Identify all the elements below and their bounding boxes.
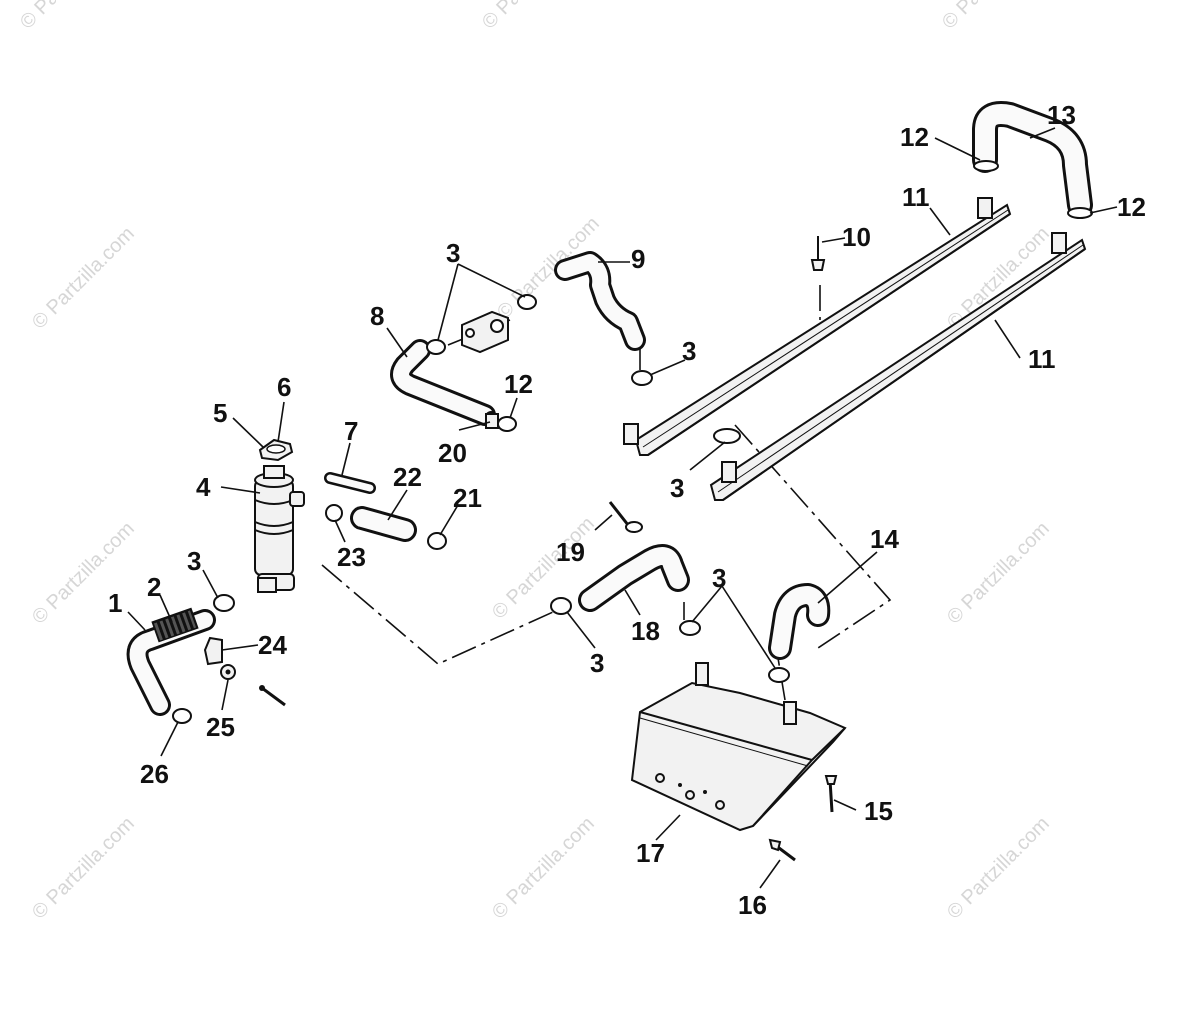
bottle-cap[interactable] — [258, 438, 294, 462]
heat-exchanger-rail-upper[interactable] — [623, 197, 1012, 456]
bolt[interactable] — [810, 236, 826, 271]
hose-bracket[interactable] — [203, 636, 223, 666]
rear-heat-exchanger[interactable] — [630, 662, 847, 832]
callout-17[interactable]: 17 — [636, 838, 665, 868]
callout-19[interactable]: 19 — [556, 537, 585, 567]
coolant-bottle[interactable] — [254, 465, 305, 593]
hose-clamp-icon[interactable] — [325, 504, 343, 522]
hose-clamp-icon[interactable] — [213, 594, 235, 612]
lower-hose[interactable] — [126, 607, 216, 716]
watermark: © Partzilla.com — [943, 813, 1054, 924]
watermark: © Partzilla.com — [478, 0, 589, 34]
callouts: 1 2 3 4 5 6 7 8 3 9 10 11 11 12 12 13 12… — [108, 100, 1146, 920]
callout-12[interactable]: 12 — [504, 369, 533, 399]
hose-clamp-icon[interactable] — [550, 597, 572, 615]
callout-12[interactable]: 12 — [1117, 192, 1146, 222]
hose-clamps — [172, 294, 790, 724]
hose-clamp-icon[interactable] — [172, 708, 192, 724]
rivet-16[interactable] — [768, 838, 796, 862]
hose-clamp-icon[interactable] — [497, 416, 517, 432]
l-hose[interactable] — [390, 339, 497, 426]
callout-3[interactable]: 3 — [187, 546, 201, 576]
upper-s-hose[interactable] — [554, 251, 646, 351]
callout-11[interactable]: 11 — [902, 182, 930, 212]
callout-2[interactable]: 2 — [147, 572, 161, 602]
hose-clamp-icon[interactable] — [427, 532, 447, 550]
callout-10[interactable]: 10 — [842, 222, 871, 252]
u-hose[interactable] — [768, 583, 831, 660]
callout-4[interactable]: 4 — [196, 472, 211, 502]
hose-fitting[interactable] — [485, 413, 499, 429]
callout-5[interactable]: 5 — [213, 398, 227, 428]
heat-exchanger-rail-lower[interactable] — [709, 232, 1087, 501]
washer[interactable] — [220, 664, 236, 680]
hose-connector-block[interactable] — [461, 310, 509, 354]
callout-12[interactable]: 12 — [900, 122, 929, 152]
watermark: © Partzilla.com — [943, 518, 1054, 629]
hose-clamp-icon[interactable] — [768, 667, 790, 683]
callout-20[interactable]: 20 — [438, 438, 467, 468]
watermark: © Partzilla.com — [16, 0, 127, 34]
hose-clamp-icon[interactable] — [426, 339, 446, 355]
rivet-15[interactable] — [824, 775, 838, 813]
watermarks: © Partzilla.com © Partzilla.com © Partzi… — [16, 0, 1054, 924]
callout-13[interactable]: 13 — [1047, 100, 1076, 130]
screw[interactable] — [259, 685, 286, 707]
crossover-hose[interactable] — [972, 101, 1093, 219]
leader-lines — [127, 127, 1118, 889]
short-hose[interactable] — [350, 506, 417, 542]
callout-26[interactable]: 26 — [140, 759, 169, 789]
bellows-sleeve[interactable] — [151, 607, 199, 643]
callout-21[interactable]: 21 — [453, 483, 482, 513]
hose-clamp-icon — [1067, 207, 1093, 219]
callout-24[interactable]: 24 — [258, 630, 287, 660]
callout-3[interactable]: 3 — [670, 473, 684, 503]
watermark: © Partzilla.com — [488, 813, 599, 924]
tie-strap[interactable] — [608, 501, 643, 533]
callout-3[interactable]: 3 — [590, 648, 604, 678]
callout-15[interactable]: 15 — [864, 796, 893, 826]
callout-3[interactable]: 3 — [712, 563, 726, 593]
callout-3[interactable]: 3 — [446, 238, 460, 268]
callout-7[interactable]: 7 — [344, 416, 358, 446]
callout-18[interactable]: 18 — [631, 616, 660, 646]
hose-clamp-icon — [973, 160, 999, 172]
hose-clamp-icon[interactable] — [713, 428, 741, 444]
callout-3[interactable]: 3 — [682, 336, 696, 366]
callout-8[interactable]: 8 — [370, 301, 384, 331]
hose-clamp-icon[interactable] — [517, 294, 537, 310]
watermark: © Partzilla.com — [938, 0, 1049, 34]
hose-clamp-icon[interactable] — [679, 620, 701, 636]
callout-6[interactable]: 6 — [277, 372, 291, 402]
callout-23[interactable]: 23 — [337, 542, 366, 572]
callout-16[interactable]: 16 — [738, 890, 767, 920]
watermark: © Partzilla.com — [28, 813, 139, 924]
callout-1[interactable]: 1 — [108, 588, 122, 618]
callout-22[interactable]: 22 — [393, 462, 422, 492]
vent-tube[interactable] — [324, 472, 376, 494]
hose-clamp-icon[interactable] — [631, 370, 653, 386]
callout-14[interactable]: 14 — [870, 524, 899, 554]
callout-25[interactable]: 25 — [206, 712, 235, 742]
callout-11[interactable]: 11 — [1028, 344, 1056, 374]
molded-hose[interactable] — [578, 544, 690, 612]
callout-9[interactable]: 9 — [631, 244, 645, 274]
watermark: © Partzilla.com — [28, 223, 139, 334]
